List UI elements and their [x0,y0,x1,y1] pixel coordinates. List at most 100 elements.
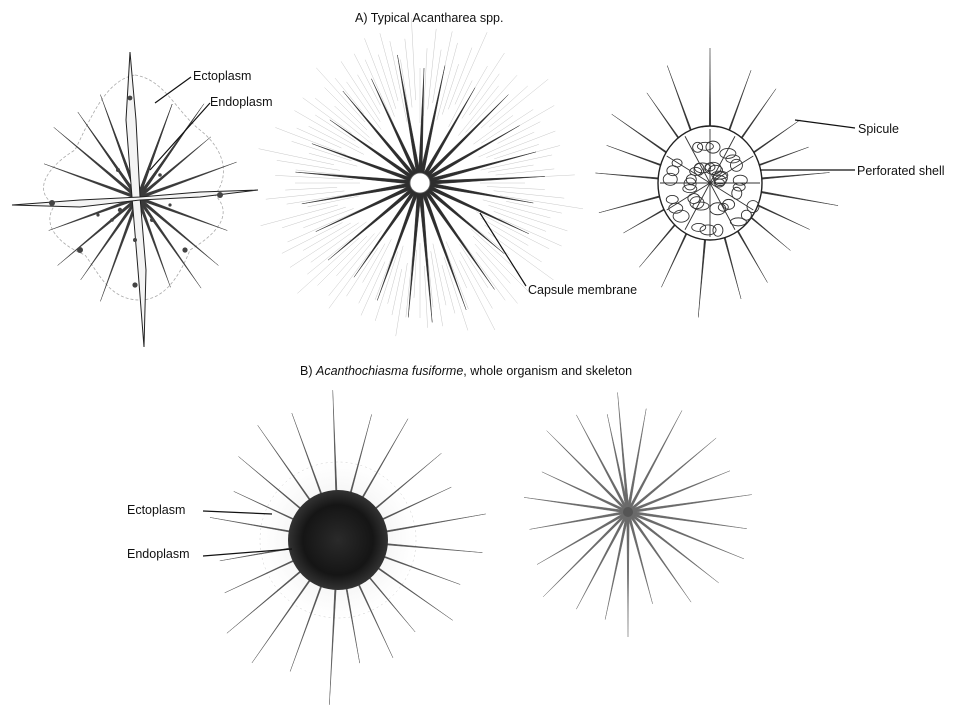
pseudopod-line [378,54,397,109]
pseudopod-line [474,243,511,284]
pseudopod-line [307,195,360,208]
shell-pore [722,198,736,210]
skeleton-b2 [523,392,752,638]
pseudopod-line [364,38,395,117]
pseudopod-line [461,52,505,119]
pseudopod-line [334,105,370,138]
pseudopod-line [458,85,499,136]
shell-mesh [660,129,760,237]
pseudopod-line [442,64,459,115]
leader-spicule [794,119,856,129]
shell-pore [662,172,678,186]
pseudopod-line [424,265,428,328]
pseudopod-line [275,127,347,155]
pseudopod-line [334,77,365,114]
pseudopod-line [445,249,469,310]
shell-pore [719,148,737,159]
pseudopod-line [478,131,535,158]
pseudopod-line [423,48,428,117]
pseudopod-line [411,18,416,101]
pseudopod-line [494,144,539,160]
section-a-title: A) Typical Acantharea spp. [355,11,504,25]
b2-spine [604,511,630,620]
pseudopod-line [498,217,562,247]
section-b-title-suffix: , whole organism and skeleton [463,364,633,378]
pseudopod-line [480,154,553,171]
spindle-horizontal-a1 [11,189,259,208]
pseudopod-line [328,250,371,309]
pseudopod-line [391,269,402,316]
organism-a3 [595,47,839,318]
pseudopod-line [395,262,408,337]
shell-pore [717,202,729,212]
section-b-species-name: Acanthochiasma fusiforme [315,364,464,378]
pseudopod-line [448,47,473,110]
shell-pore [682,184,698,194]
pseudopod-line [473,115,514,145]
label-spicule: Spicule [858,122,899,136]
shell-rib [666,182,711,211]
pseudopod-line [472,235,530,293]
pseudopod-line [308,126,364,155]
pseudopod-line [404,38,413,108]
skeleton-center [623,507,633,517]
endoplasm-sphere-b1 [288,490,388,590]
pseudopod-line [324,87,368,131]
pseudopod-line [470,228,521,274]
pseudopod-line [302,222,351,251]
organism-b1 [209,390,486,705]
section-b-title-prefix: B) [300,364,316,378]
b2-spine [546,430,630,514]
pseudopod-line [374,251,398,321]
pseudopod-line [265,190,345,200]
pseudopod-line [302,97,353,134]
pseudopod-line [489,78,549,128]
pseudopodia-fringe-a2 [258,18,584,337]
pseudopod-line [316,67,366,123]
pseudopod-line [303,208,354,229]
pseudopod-line [353,53,381,106]
pseudopod-line [291,141,352,161]
pseudopod-line [436,42,458,121]
b2-spine [626,510,719,583]
pseudopod-line [432,243,447,306]
leader-ectoplasm-b [202,510,273,515]
leader-endoplasm-a [149,102,211,171]
pseudopod-line [506,201,562,214]
pseudopod-line [282,206,346,229]
ectoplasm-body-a1 [43,74,224,301]
pseudopod-line [487,232,554,281]
organism-a2 [258,18,584,337]
pseudopod-line [427,28,437,110]
label-perforated-shell: Perforated shell [857,164,945,178]
pseudopod-line [400,59,410,115]
label-endoplasm-a: Endoplasm [210,95,273,109]
pseudopod-line [286,193,352,205]
pseudopod-line [441,265,456,314]
label-ectoplasm-b: Ectoplasm [127,503,186,517]
pseudopod-line [465,75,518,133]
pseudopod-line [476,211,550,250]
pseudopod-line [480,85,528,129]
pseudopod-line [458,236,506,301]
b2-spine [607,414,630,513]
pseudopod-line [328,230,382,296]
pseudopod-line [297,237,360,294]
pseudopod-line [445,241,468,289]
shell-pore [729,158,743,172]
pseudopod-line [387,245,404,304]
shell-rib [684,136,711,184]
shell-pore [666,165,680,177]
shell-pore [672,209,690,223]
pseudopod-line [499,195,584,210]
b2-spine [626,511,653,604]
pseudopod-line [495,168,555,176]
pseudopod-line [308,152,358,167]
pseudopod-line [314,97,373,145]
shell-pore [699,224,717,236]
pseudopod-line [432,49,442,104]
pseudopod-line [488,164,534,173]
shell-pore [740,209,752,221]
pseudopod-line [340,61,381,122]
